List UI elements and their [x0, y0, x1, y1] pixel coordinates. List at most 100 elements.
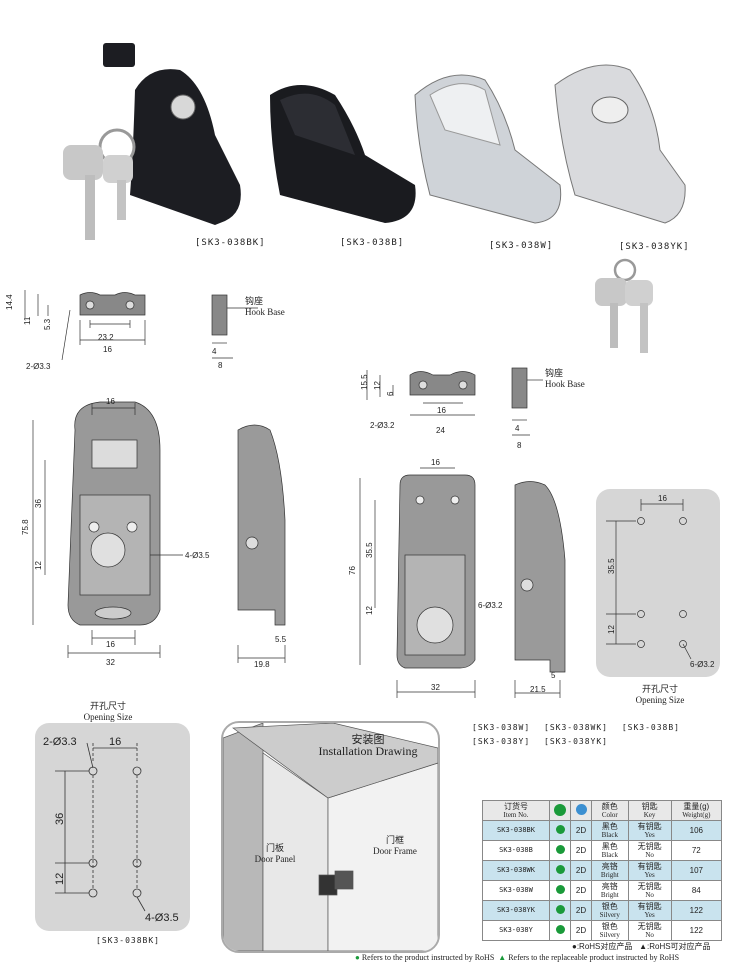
opening-left-caption: [SK3-038BK] [96, 936, 160, 945]
rohs-triangle-icon: ▲ [498, 953, 507, 962]
dim-d2-h2: 12 [373, 381, 382, 390]
rohs-dot-icon [549, 880, 571, 901]
dim-d1-holes: 4-Ø3.5 [185, 551, 210, 560]
rohs-dot-icon [549, 920, 571, 941]
dim-d2-bottom-w: 32 [431, 683, 440, 692]
installation-drawing [223, 723, 438, 951]
opening-left-h2: 12 [54, 873, 66, 885]
dim-d1-w2: 23.2 [98, 333, 114, 342]
rohs-dot-icon: ● [355, 953, 360, 962]
rohs-dot-icon [549, 900, 571, 921]
rohs-header-icon [549, 800, 571, 821]
dim-d1-side-w2: 8 [218, 361, 223, 370]
key-set-image [595, 258, 653, 353]
dim-d1-offset: 12 [34, 561, 43, 570]
opening-right-h1: 35.5 [607, 558, 616, 574]
dim-d1-hole: 2-Ø3.3 [26, 362, 51, 371]
dim-d2-side-w2: 8 [517, 441, 522, 450]
caption-sk3-038b: [SK3-038B] [340, 238, 405, 248]
dim-d1-bottom-w2: 32 [106, 658, 115, 667]
row-weight: 72 [670, 840, 723, 861]
opening-right-w: 16 [658, 494, 667, 503]
legend-cn: ●:RoHS对应产品 ▲:RoHS可对应产品 [572, 942, 711, 951]
row-item: SK3-038W [482, 880, 550, 901]
row-weight: 122 [670, 900, 723, 921]
dim-d1-pitch: 36 [34, 499, 43, 508]
opening-size-panel-left: 2-Ø3.3 16 36 12 4-Ø3.5 [35, 723, 190, 931]
product-sk3-038b-image [270, 85, 416, 223]
opening-size-drawing-left: 2-Ø3.3 16 36 12 4-Ø3.5 [43, 736, 179, 924]
dim-d2-top-w: 16 [431, 458, 440, 467]
dim-d1-body-w: 16 [106, 397, 115, 406]
opening-left-holes: 4-Ø3.5 [145, 912, 179, 924]
dim-d1-side-b2: 19.8 [254, 660, 270, 669]
dim-d1-bottom-w1: 16 [106, 640, 115, 649]
models-line-2: [SK3-038Y] [SK3-038YK] [472, 737, 608, 746]
row-temp: 2D [570, 840, 592, 861]
technical-drawing-sk3-038w: 15.5 12 6 16 24 2-Ø3.2 4 8 16 76 35.5 12… [348, 367, 566, 698]
row-weight: 107 [670, 860, 723, 881]
dim-d2-side-w1: 4 [515, 424, 520, 433]
row-item: SK3-038BK [482, 820, 550, 841]
dim-d1-h2: 11 [23, 316, 32, 325]
technical-drawing-sk3-038bk: 14.4 11 5.3 16 23.2 2-Ø3.3 4 8 16 75.8 3… [5, 290, 287, 669]
product-photos [63, 43, 686, 240]
opening-right-h2: 12 [607, 625, 616, 634]
dim-d2-pitch: 35.5 [365, 542, 374, 558]
row-temp: 2D [570, 880, 592, 901]
opening-right-holes: 6-Ø3.2 [690, 660, 715, 669]
row-temp: 2D [570, 920, 592, 941]
dim-d1-h1: 14.4 [5, 294, 14, 310]
dim-d2-h3: 6 [386, 391, 395, 396]
legend-en: ● Refers to the product instructed by Ro… [355, 953, 680, 962]
dim-d1-side-w1: 4 [212, 347, 217, 356]
dim-d2-side-b2: 21.5 [530, 685, 546, 694]
dim-d2-holes: 6-Ø3.2 [478, 601, 503, 610]
caption-sk3-038w: [SK3-038W] [489, 241, 554, 251]
temp-header-icon [570, 800, 592, 821]
header-weight: 重量(g)Weight(g) [670, 800, 723, 821]
dim-d1-side-b1: 5.5 [275, 635, 287, 644]
row-item: SK3-038B [482, 840, 550, 861]
row-temp: 2D [570, 860, 592, 881]
product-sk3-038bk-image [63, 43, 241, 240]
dim-d1-w1: 16 [103, 345, 112, 354]
caption-sk3-038bk: [SK3-038BK] [195, 238, 266, 248]
dim-d2-offset: 12 [365, 606, 374, 615]
dim-d1-h3: 5.3 [43, 318, 52, 330]
opening-size-drawing-right: 16 35.5 12 6-Ø3.2 [606, 494, 715, 669]
caption-sk3-038yk: [SK3-038YK] [619, 242, 690, 252]
dim-d1-body-h: 75.8 [21, 519, 30, 535]
dim-d2-w2: 24 [436, 426, 445, 435]
dim-d2-h1: 15.5 [360, 374, 369, 390]
row-item: SK3-038YK [482, 900, 550, 921]
opening-left-h1: 36 [54, 813, 66, 825]
opening-left-w: 16 [109, 736, 121, 748]
